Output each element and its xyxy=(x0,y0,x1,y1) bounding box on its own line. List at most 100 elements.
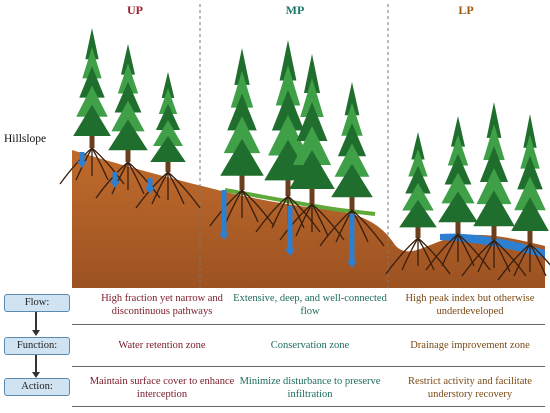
tree-root xyxy=(151,171,169,205)
tree-root xyxy=(91,147,125,185)
tree-root xyxy=(461,239,495,277)
tree-foliage xyxy=(111,100,145,132)
flow-arrow-shaft xyxy=(79,152,85,162)
tree-root xyxy=(319,209,353,247)
tree-root xyxy=(497,243,531,281)
tree-root xyxy=(255,195,289,233)
tree-root xyxy=(241,189,275,227)
flow-arrow-head xyxy=(77,161,87,168)
flow-arrow-head xyxy=(219,233,229,240)
tree xyxy=(438,116,478,234)
tree-root xyxy=(59,147,93,185)
tree-foliage xyxy=(411,132,425,160)
tree-root xyxy=(311,203,329,237)
tree-root xyxy=(167,171,185,205)
tree-foliage xyxy=(444,153,472,185)
tree-foliage xyxy=(220,138,264,176)
tree xyxy=(473,102,515,240)
flow-arrow-shaft xyxy=(221,190,227,234)
action-lp-text: Restrict activity and facilitate underst… xyxy=(408,376,532,400)
tree-foliage xyxy=(161,72,175,98)
zone-title-up: UP xyxy=(127,3,143,17)
flow-arrow-head xyxy=(347,261,357,268)
tree-foliage xyxy=(121,44,135,75)
tree-foliage xyxy=(447,134,469,166)
tree-foliage xyxy=(82,47,102,79)
tree-root xyxy=(351,209,369,243)
tree-foliage xyxy=(300,78,324,117)
tree-root xyxy=(91,147,109,181)
tree-foliage xyxy=(520,134,540,169)
tree-root xyxy=(513,243,531,277)
tree-root xyxy=(127,161,161,199)
tree-foliage xyxy=(511,197,549,231)
tree-root xyxy=(95,161,129,199)
tree-root xyxy=(385,237,419,275)
tree-foliage xyxy=(408,148,428,177)
tree-root xyxy=(401,237,419,271)
flow-mp-text: Extensive, deep, and well-connected flow xyxy=(233,293,387,317)
flow-lp-text: High peak index but otherwise underdevel… xyxy=(405,293,535,317)
action-up-text: Maintain surface cover to enhance interc… xyxy=(89,376,235,400)
flow-arrow-shaft xyxy=(112,172,118,182)
tree xyxy=(150,72,186,172)
tree-root xyxy=(295,203,313,237)
row-label-function: Function: xyxy=(4,337,70,355)
tree-foliage xyxy=(486,102,502,138)
tree-root xyxy=(529,243,550,266)
tree-foliage xyxy=(223,116,261,154)
row-label-flow: Flow: xyxy=(4,294,70,312)
tree-root xyxy=(351,209,385,247)
function-lp-text: Drainage improvement zone xyxy=(410,340,530,351)
tree-foliage xyxy=(479,146,509,183)
flow-arrow-head xyxy=(110,181,120,188)
tree-root xyxy=(287,195,305,229)
function-up-text: Water retention zone xyxy=(118,340,206,351)
tree-root xyxy=(477,239,495,273)
row-divider-2 xyxy=(72,366,545,367)
tree-foliage xyxy=(405,165,431,194)
tree-root xyxy=(279,203,313,241)
tree-foliage xyxy=(337,122,367,157)
tree-root xyxy=(529,243,547,277)
flow-arrow-head xyxy=(285,249,295,256)
tree-root xyxy=(441,233,459,267)
tree-foliage xyxy=(79,66,105,98)
tree-root xyxy=(111,161,129,195)
tree-root xyxy=(425,233,459,271)
water-surface-lp xyxy=(440,233,545,258)
flow-arrow-shaft xyxy=(287,206,293,250)
tree-foliage xyxy=(402,182,434,211)
tree-foliage xyxy=(514,176,546,211)
flow-up-text: High fraction yet narrow and discontinuo… xyxy=(101,293,223,317)
tree-root xyxy=(457,233,491,271)
flow-arrow-shaft xyxy=(349,214,355,262)
zone-title-mp: MP xyxy=(285,3,305,17)
action-mp-text: Minimize disturbance to preserve infiltr… xyxy=(239,376,381,400)
tree-foliage xyxy=(438,191,478,223)
tree-foliage xyxy=(399,199,437,228)
tree-foliage xyxy=(227,93,257,131)
tree-root xyxy=(493,239,511,273)
tree-foliage xyxy=(155,104,181,130)
tree-foliage xyxy=(271,89,305,131)
row-label-action: Action: xyxy=(4,378,70,396)
tree-foliage xyxy=(117,62,139,94)
tree-foliage xyxy=(344,82,360,116)
tree-foliage xyxy=(158,88,178,114)
tree-foliage xyxy=(150,136,186,162)
tree-root xyxy=(335,209,353,243)
tree-root xyxy=(127,161,145,195)
tree-root xyxy=(417,237,435,271)
flow-arrow-head xyxy=(145,187,155,194)
tree-foliage xyxy=(473,190,515,227)
row-divider-3 xyxy=(72,406,545,407)
tree-foliage xyxy=(264,139,312,181)
tree-foliage xyxy=(303,54,321,93)
tree-root xyxy=(225,189,243,223)
tree xyxy=(289,54,335,204)
tree xyxy=(73,28,111,148)
tree xyxy=(108,44,148,162)
tree-root xyxy=(417,237,451,275)
tree-foliage xyxy=(153,120,183,146)
